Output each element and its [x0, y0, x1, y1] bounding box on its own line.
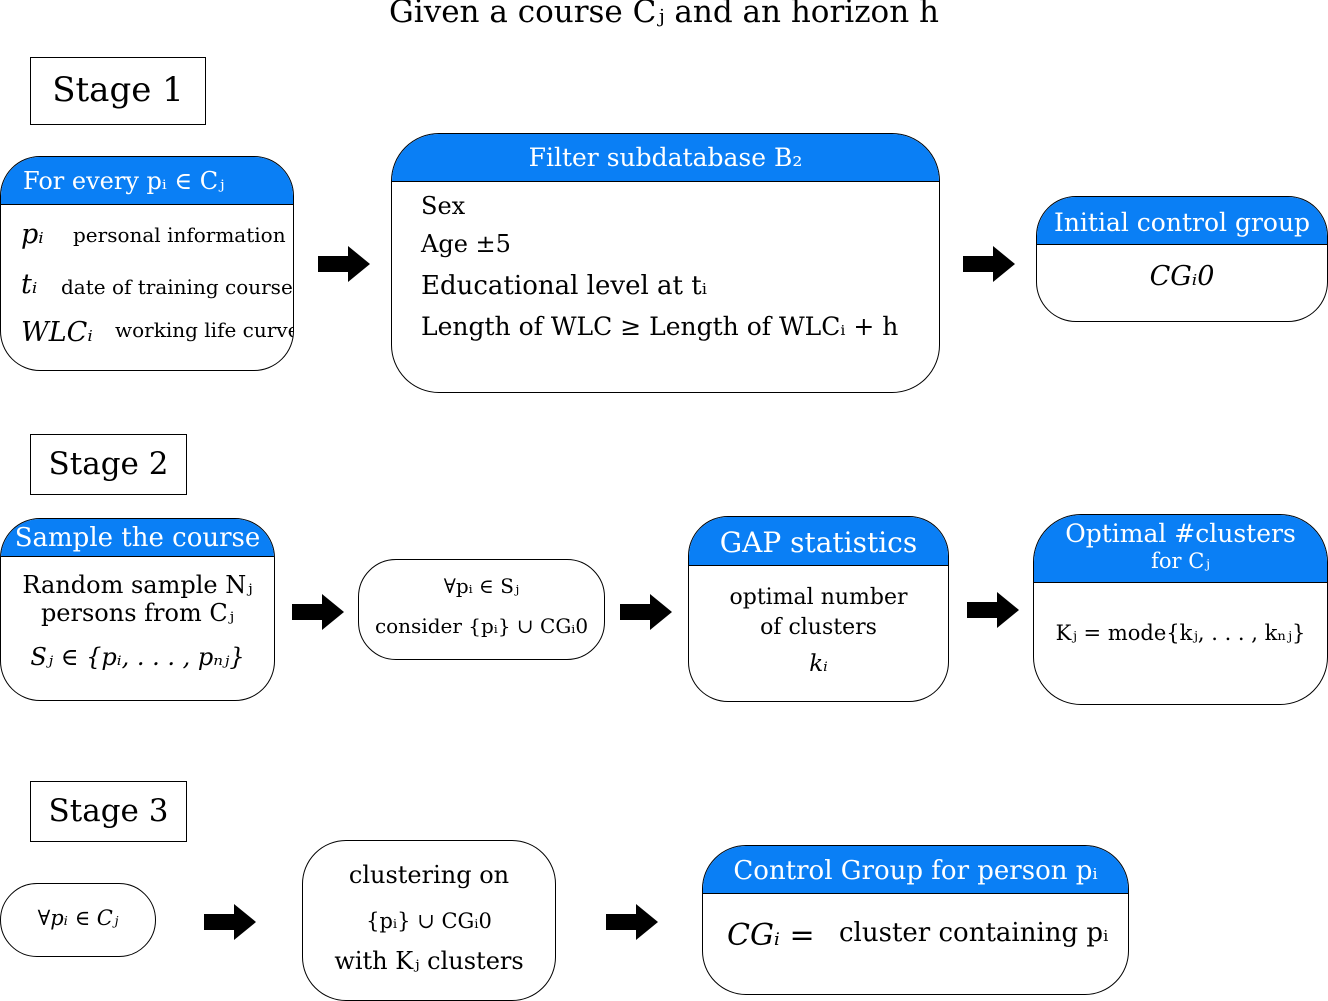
optimal-clusters-header: Optimal #clusters for Cⱼ [1034, 515, 1327, 583]
consider-line-1: ∀pᵢ ∈ Sⱼ [443, 574, 520, 598]
right-arrow-icon [204, 904, 256, 940]
consider-line-2: consider {pᵢ} ∪ CGᵢ0 [374, 614, 589, 638]
forall-text: ∀pᵢ ∈ Cⱼ [37, 906, 119, 930]
right-arrow-icon [967, 592, 1019, 628]
optimal-clusters-box: Optimal #clusters for Cⱼ Kⱼ = mode{kⱼ, .… [1033, 514, 1328, 705]
filter-item-sex: Sex [421, 192, 466, 220]
sample-line-2: persons from Cⱼ [40, 599, 235, 627]
row-symbol-p: pᵢ [21, 219, 44, 250]
stage-2-label: Stage 2 [30, 434, 187, 495]
clustering-line-3: with Kⱼ clusters [334, 947, 524, 975]
sample-line-1: Random sample Nⱼ [22, 571, 253, 599]
row-desc-personal: personal information [73, 223, 286, 247]
forall-box: ∀pᵢ ∈ Cⱼ [0, 883, 156, 957]
row-desc-wlc: working life curve [115, 318, 294, 342]
consider-box: ∀pᵢ ∈ Sⱼ consider {pᵢ} ∪ CGᵢ0 [358, 559, 605, 660]
row-desc-date: date of training course [61, 275, 293, 299]
clustering-line-2: {pᵢ} ∪ CGᵢ0 [366, 909, 492, 933]
right-arrow-icon [318, 246, 370, 282]
control-group-rhs: cluster containing pᵢ [839, 918, 1109, 948]
initial-control-group-box: Initial control group CGᵢ0 [1036, 196, 1328, 322]
right-arrow-icon [606, 904, 658, 940]
filter-item-education: Educational level at tᵢ [421, 271, 707, 301]
gap-line-1: optimal number [729, 585, 908, 610]
clustering-line-1: clustering on [348, 861, 510, 889]
initial-control-group-value: CGᵢ0 [1149, 261, 1215, 292]
optimal-clusters-header-line-2: for Cⱼ [1151, 549, 1210, 573]
row-symbol-wlc: WLCᵢ [21, 317, 93, 348]
gap-statistics-header: GAP statistics [689, 517, 948, 566]
right-arrow-icon [963, 246, 1015, 282]
for-every-box: For every pᵢ ∈ Cⱼ pᵢ personal informatio… [0, 156, 294, 371]
control-group-header: Control Group for person pᵢ [703, 846, 1128, 894]
sample-course-box: Sample the course Random sample Nⱼ perso… [0, 518, 275, 701]
gap-line-2: of clusters [760, 615, 877, 640]
diagram-title: Given a course Cⱼ and an horizon h [389, 0, 939, 30]
stage-1-label: Stage 1 [30, 57, 206, 125]
stage-3-label: Stage 3 [30, 781, 187, 842]
gap-statistics-box: GAP statistics optimal number of cluster… [688, 516, 949, 702]
right-arrow-icon [292, 594, 344, 630]
optimal-clusters-formula: Kⱼ = mode{kⱼ, . . . , kₙⱼ} [1055, 621, 1306, 645]
control-group-lhs: CGᵢ = [727, 918, 815, 953]
for-every-header: For every pᵢ ∈ Cⱼ [1, 157, 293, 205]
initial-control-group-header: Initial control group [1037, 197, 1327, 245]
filter-item-length: Length of WLC ≥ Length of WLCᵢ + h [421, 312, 899, 341]
sample-line-3: Sⱼ ∈ {pᵢ, . . . , pₙⱼ} [30, 643, 245, 671]
filter-box: Filter subdatabase B₂ Sex Age ±5 Educati… [391, 133, 940, 393]
gap-line-3: kᵢ [809, 651, 828, 677]
filter-item-age: Age ±5 [421, 230, 511, 258]
right-arrow-icon [620, 594, 672, 630]
row-symbol-t: tᵢ [21, 269, 38, 300]
optimal-clusters-header-line-1: Optimal #clusters [1065, 519, 1296, 548]
clustering-box: clustering on {pᵢ} ∪ CGᵢ0 with Kⱼ cluste… [302, 840, 556, 1001]
control-group-box: Control Group for person pᵢ CGᵢ = cluste… [702, 845, 1129, 995]
filter-header: Filter subdatabase B₂ [392, 134, 939, 182]
sample-course-header: Sample the course [1, 519, 274, 557]
